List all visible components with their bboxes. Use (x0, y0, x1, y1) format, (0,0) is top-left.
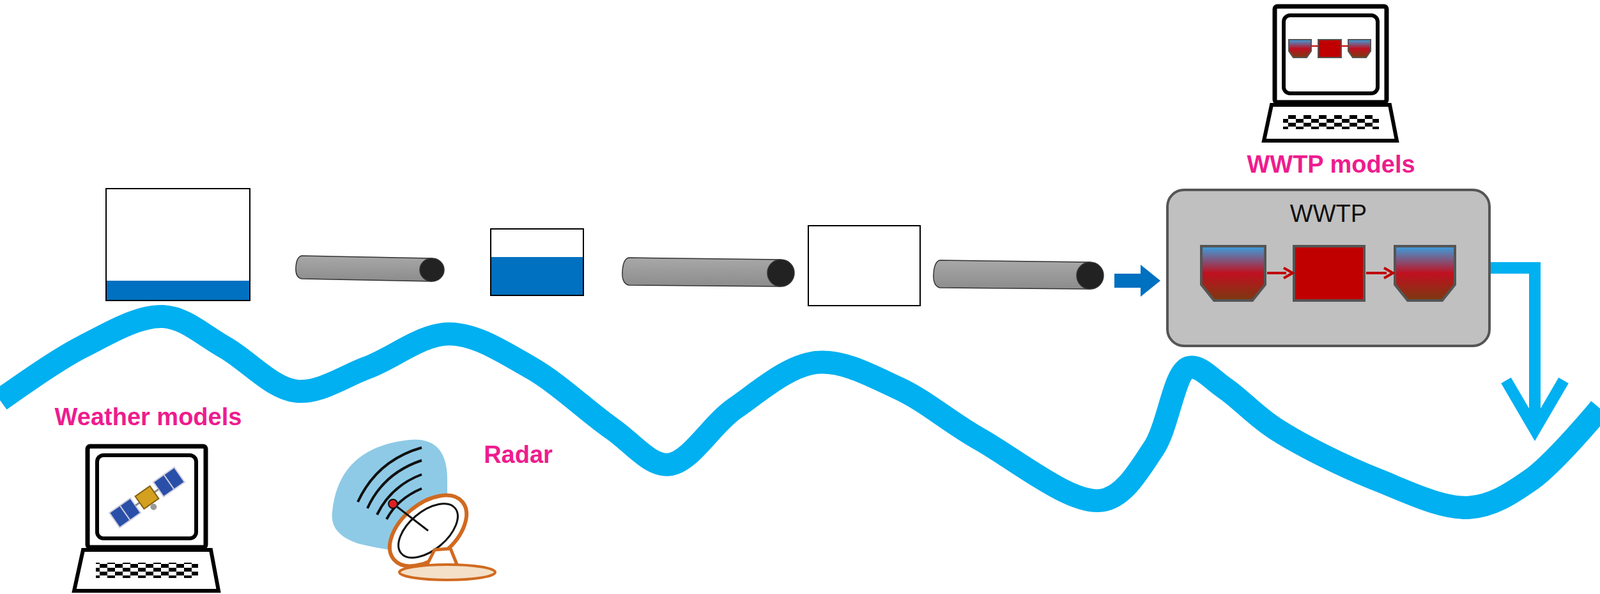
wwtp-computer (1263, 6, 1397, 141)
label: Radar (483, 440, 553, 469)
storage-tanks (106, 188, 921, 306)
label: WWTP models (1246, 150, 1415, 179)
node-title: WWTP (1168, 191, 1489, 228)
radar-dish (332, 439, 496, 581)
weather-computer (74, 446, 219, 591)
effluent-arrow (1488, 267, 1564, 430)
inflow-arrow (1114, 264, 1161, 297)
treatment-plant-box: WWTP (1166, 188, 1491, 347)
sewer-pipes (295, 255, 1104, 289)
label: Weather models (54, 403, 243, 431)
